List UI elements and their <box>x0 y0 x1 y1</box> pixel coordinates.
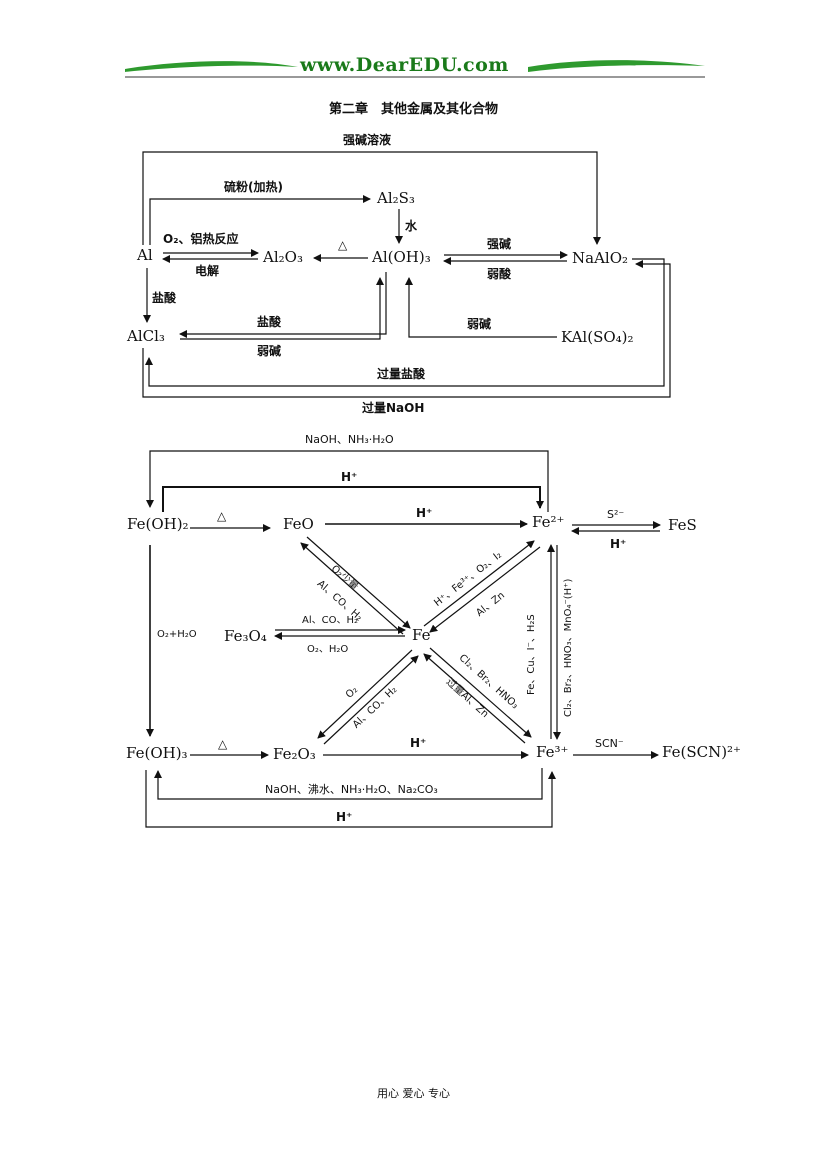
node-al2o3: Al₂O₃ <box>263 248 303 266</box>
label-weak-base-bottom: 弱碱 <box>257 344 282 358</box>
arrow-naalo2-to-alcl3 <box>145 258 665 387</box>
node-kalso42: KAl(SO₄)₂ <box>561 328 634 346</box>
aluminum-diagram: Al Al₂S₃ Al₂O₃ Al(OH)₃ NaAlO₂ AlCl₃ KAl(… <box>0 0 827 430</box>
label-s2minus: S²⁻ <box>607 508 625 521</box>
arrow-fe3-to-feoh3 <box>154 768 543 800</box>
label-hplus-fes: H⁺ <box>610 537 627 551</box>
label-excess-naoh: 过量NaOH <box>362 401 425 415</box>
arrow-alcl3-to-naalo2 <box>142 260 671 398</box>
label-o2-h2o-left: O₂+H₂O <box>157 629 197 640</box>
label-hcl-down: 盐酸 <box>152 291 177 305</box>
label-strong-base-solution: 强碱溶液 <box>343 133 392 147</box>
arrow-fe2o3-to-fe <box>323 655 419 745</box>
page-title: 第二章 其他金属及其化合物 <box>328 102 498 117</box>
label-hplus-fe2o3: H⁺ <box>410 736 427 750</box>
arrow-fe-to-fe2 <box>423 540 535 627</box>
node-feoh2: Fe(OH)₂ <box>127 515 189 533</box>
arrow-feoh3-to-fe3 <box>145 770 556 828</box>
label-heat-feo: △ <box>217 509 227 523</box>
label-bottom-reagents: NaOH、沸水、NH₃·H₂O、Na₂CO₃ <box>265 783 438 796</box>
node-fe: Fe <box>412 626 431 644</box>
label-top-reagents: NaOH、NH₃·H₂O <box>305 433 394 446</box>
node-fes: FeS <box>668 516 697 534</box>
iron-arrows <box>145 450 661 828</box>
page-footer: 用心 爱心 专心 <box>377 1087 450 1100</box>
label-o2-h2o-fe3o4: O₂、H₂O <box>307 644 349 655</box>
label-hplus-feo: H⁺ <box>416 506 433 520</box>
node-feoh3: Fe(OH)₃ <box>126 744 188 762</box>
arrow-kalso42-to-aloh3 <box>405 277 557 338</box>
arrow-fe-to-fe2o3 <box>317 649 413 739</box>
site-logo[interactable]: www.DearEDU.com <box>300 54 509 76</box>
label-weak-base-right: 弱碱 <box>467 317 492 331</box>
label-o2-thermite: O₂、铝热反应 <box>163 232 239 246</box>
arrow-fe-to-fe3 <box>429 647 532 738</box>
label-sulfur-heat: 硫粉(加热) <box>224 180 283 194</box>
node-feo: FeO <box>283 515 314 533</box>
arrow-fe-to-feo <box>300 542 404 635</box>
label-al-co-h2-fe3o4: Al、CO、H₂ <box>302 615 359 626</box>
label-heat-al: △ <box>338 238 348 252</box>
label-hplus-top: H⁺ <box>341 470 358 484</box>
arrow-al-to-al2s3 <box>149 195 371 245</box>
iron-diagram: Fe(OH)₂ FeO Fe²⁺ FeS Fe₃O₄ Fe Fe(OH)₃ Fe… <box>126 433 741 828</box>
label-strong-base: 强碱 <box>487 237 512 251</box>
node-al2s3: Al₂S₃ <box>377 189 415 207</box>
label-scn: SCN⁻ <box>595 737 624 750</box>
label-cl2-br2-hno3-mno4: Cl₂、Br₂、HNO₃、MnO₄⁻(H⁺) <box>563 578 574 717</box>
label-fe-cu-i-h2s: Fe、Cu、I⁻、H₂S <box>526 614 537 695</box>
arrow-feo-to-fe <box>306 536 411 629</box>
left-swoosh <box>125 61 298 72</box>
label-weak-acid: 弱酸 <box>487 267 512 281</box>
node-fe2plus: Fe²⁺ <box>532 513 565 531</box>
label-electrolysis: 电解 <box>195 264 220 278</box>
label-heat-fe2o3: △ <box>218 737 228 751</box>
node-alcl3: AlCl₃ <box>127 327 165 345</box>
arrow-fe3-to-fe <box>423 653 526 744</box>
label-excess-hcl: 过量盐酸 <box>377 367 426 381</box>
label-hplus-bottom: H⁺ <box>336 810 353 824</box>
node-fescn: Fe(SCN)²⁺ <box>662 743 741 761</box>
label-hcl: 盐酸 <box>257 315 282 329</box>
node-aloh3: Al(OH)₃ <box>372 248 431 266</box>
aluminum-arrows <box>142 151 671 398</box>
arrow-fe2-to-fe <box>429 546 541 633</box>
node-fe3plus: Fe³⁺ <box>536 743 569 761</box>
arrow-feoh2-to-fe2 <box>162 486 544 512</box>
right-swoosh <box>528 60 705 72</box>
label-water: 水 <box>405 219 418 233</box>
node-fe3o4: Fe₃O₄ <box>224 627 267 645</box>
arrow-al-to-naalo2 <box>142 151 601 245</box>
arrow-fe2-to-feoh2 <box>146 450 549 512</box>
header-decoration <box>125 60 705 78</box>
page-header: www.DearEDU.com <box>0 0 827 95</box>
node-naalo2: NaAlO₂ <box>572 249 629 267</box>
node-fe2o3: Fe₂O₃ <box>273 745 316 763</box>
node-al: Al <box>137 246 153 264</box>
arrow-aloh3-to-alcl3 <box>179 272 387 338</box>
arrow-alcl3-to-aloh3 <box>180 277 384 340</box>
